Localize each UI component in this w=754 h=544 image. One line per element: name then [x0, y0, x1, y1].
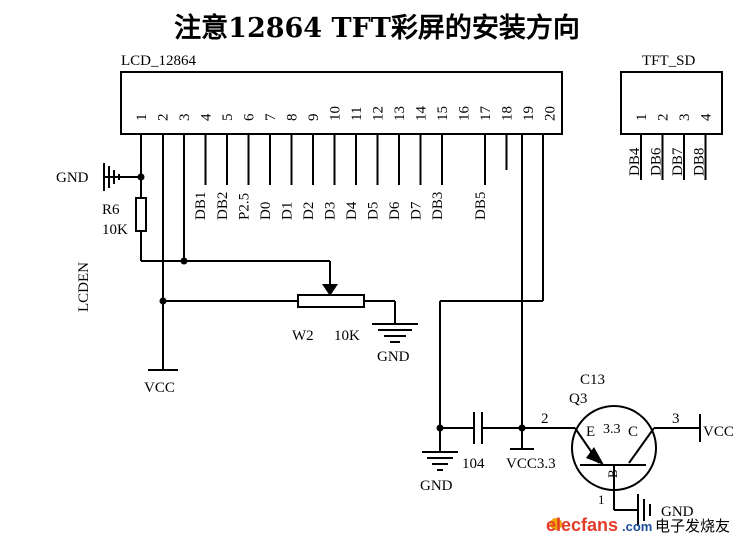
w2-potentiometer	[297, 294, 365, 308]
q3-value-label: 3.3	[603, 422, 621, 437]
lcd-net-db2: DB2	[215, 192, 231, 220]
q3-label: Q3	[569, 391, 587, 407]
w2-wiper-arrow	[322, 284, 338, 296]
lcd-net-d6: D6	[387, 201, 403, 220]
lcd-pin-4-label: 4	[199, 113, 215, 121]
q3-base-label: B	[605, 469, 620, 478]
tft-net-labels: DB4 DB6 DB7 DB8	[627, 147, 708, 176]
lcd-pin-14-label: 14	[414, 106, 430, 122]
lcd-pin-8-label: 8	[285, 114, 301, 122]
q3-pin2-label: 2	[541, 411, 549, 427]
gnd-cap-label: GND	[420, 478, 453, 494]
lcd-net-d7: D7	[409, 201, 425, 220]
q3-pin1-label: 1	[598, 492, 605, 507]
elecfans-logo-icon	[550, 518, 562, 530]
lcd-net-d3: D3	[323, 202, 339, 220]
q3-collector-lead	[628, 427, 655, 464]
tft-pin-4-label: 4	[699, 113, 715, 121]
q3-pin3-label: 3	[672, 411, 680, 427]
tft-pin-1-label: 1	[634, 114, 650, 122]
lcd-pin-11-label: 11	[349, 107, 365, 121]
lcd-pin-18-label: 18	[500, 106, 516, 121]
lcd-pin-17-label: 17	[478, 106, 494, 122]
watermark-brand: elecfans	[546, 515, 618, 535]
lcd-pin-5-label: 5	[220, 114, 236, 122]
lcd-pin-15-label: 15	[435, 106, 451, 121]
page-title: 注意12864 TFT彩屏的安装方向	[174, 13, 580, 44]
lcd-net-d1: D1	[280, 202, 296, 220]
c13-label: C13	[580, 372, 605, 388]
lcd-pin-19-label: 19	[521, 106, 537, 121]
tft-net-db7: DB7	[670, 147, 686, 176]
q3-emitter-label: E	[586, 424, 595, 440]
tft-net-db6: DB6	[649, 147, 665, 176]
junction-pin3	[180, 257, 188, 265]
lcd-net-d2: D2	[301, 202, 317, 220]
watermark-cn: 电子发烧友	[655, 518, 730, 535]
lcd-pin-13-label: 13	[392, 106, 408, 121]
lcd-pin-16-label: 16	[457, 106, 473, 122]
lcd-pin-7-label: 7	[263, 113, 279, 121]
lcd-pin-leads	[183, 134, 508, 261]
lcden-label: LCDEN	[76, 262, 92, 312]
lcd-pin-20-label: 20	[543, 106, 559, 121]
lcd-net-d4: D4	[344, 201, 360, 220]
lcd-pin-9-label: 9	[306, 114, 322, 122]
lcd-pin-2-label: 2	[156, 114, 172, 122]
q3-collector-label: C	[628, 424, 638, 440]
lcd-net-db1: DB1	[193, 192, 209, 220]
gnd-q3-label: GND	[661, 504, 694, 520]
r6-resistor	[135, 197, 147, 232]
lcd-connector-body	[120, 71, 563, 135]
lcd-net-d5: D5	[366, 202, 382, 220]
lcd-pin-1-label: 1	[134, 114, 150, 122]
lcd-net-p2-5: P2.5	[237, 193, 253, 220]
lcd-net-db3: DB3	[430, 192, 446, 220]
cap-value: 104	[462, 456, 485, 472]
lcd-pin-12-label: 12	[371, 106, 387, 121]
gnd-cap-symbol	[422, 451, 458, 471]
lcd-pin-10-label: 10	[328, 106, 344, 121]
vcc-label: VCC	[144, 380, 175, 396]
vcc-right-label: VCC	[703, 424, 734, 440]
gnd-q3-symbol	[637, 494, 651, 526]
r6-label: R6	[102, 202, 120, 218]
vcc33-label: VCC3.3	[506, 456, 556, 472]
w2-label: W2	[292, 328, 314, 344]
lcd-net-labels: DB1 DB2 P2.5 D0 D1 D2 D3 D4 D5 D6 D7 DB3 DB5	[193, 192, 489, 220]
lcd-pin-6-label: 6	[242, 113, 258, 121]
tft-connector-body	[620, 71, 723, 135]
lcd-connector-name: LCD_12864	[121, 53, 197, 69]
lcd-net-db5: DB5	[473, 192, 489, 220]
tft-connector-name: TFT_SD	[642, 53, 696, 69]
lcd-pin-3-label: 3	[177, 114, 193, 122]
tft-net-db4: DB4	[627, 147, 643, 176]
gnd-left-label: GND	[56, 170, 89, 186]
gnd-left-symbol	[103, 163, 141, 191]
gnd-pot-label: GND	[377, 349, 410, 365]
w2-value: 10K	[334, 328, 360, 344]
tft-pin-leads	[640, 134, 707, 180]
r6-value: 10K	[102, 222, 128, 238]
tft-pin-3-label: 3	[677, 114, 693, 122]
q3-emitter-arrow	[586, 447, 604, 465]
tft-pin-2-label: 2	[656, 114, 672, 122]
gnd-pot-symbol	[372, 323, 418, 343]
lcd-net-d0: D0	[258, 202, 274, 220]
tft-net-db8: DB8	[692, 148, 708, 176]
watermark-dotcom: .com	[622, 519, 652, 534]
